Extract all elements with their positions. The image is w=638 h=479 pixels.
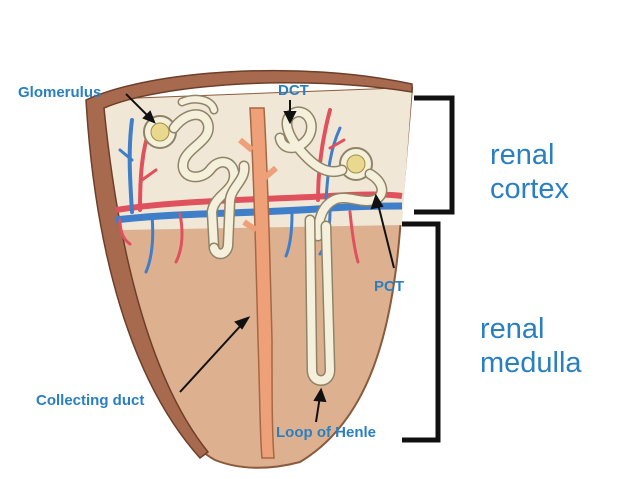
label-renal-medulla-line1: renal: [480, 313, 545, 345]
label-renal-cortex-line1: renal: [490, 139, 555, 171]
glomerulus-right-tuft: [346, 154, 366, 174]
renal-capsule: [85, 69, 413, 460]
label-renal-cortex-line2: cortex: [490, 173, 569, 205]
label-loop-of-henle: Loop of Henle: [276, 424, 376, 441]
label-renal-medulla-line2: medulla: [480, 347, 582, 379]
label-dct: DCT: [278, 82, 309, 99]
medulla-bracket: [402, 221, 441, 443]
glomerulus-left-tuft: [150, 122, 170, 142]
cortex-bracket: [414, 95, 455, 215]
label-pointers: [125, 93, 395, 423]
collecting-duct-branches: [238, 137, 278, 233]
nephron-left-tubules: [168, 94, 250, 260]
label-glomerulus: Glomerulus: [18, 84, 102, 101]
interlobular-vessels-left: [118, 118, 184, 274]
label-collecting-duct: Collecting duct: [36, 392, 145, 409]
label-pct: PCT: [374, 278, 404, 295]
collecting-duct: [249, 107, 275, 459]
